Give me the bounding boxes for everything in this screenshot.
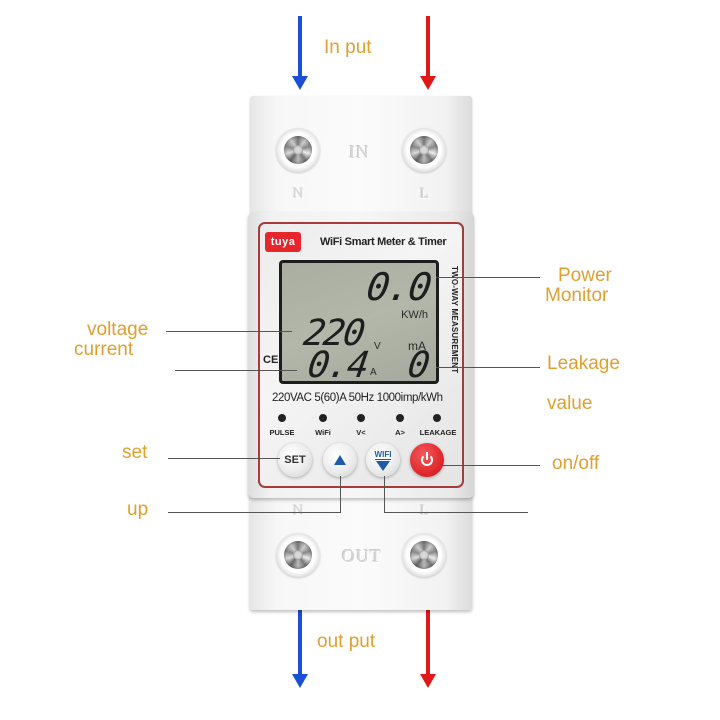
screw-icon — [284, 541, 312, 569]
output-live-mark: L — [420, 503, 430, 519]
leakage-indicator-label: LEAKAGE — [419, 428, 457, 437]
in-block-label: IN — [349, 142, 370, 162]
power-monitor-leader — [436, 277, 540, 278]
input-live-mark: L — [420, 186, 430, 202]
current-reading: 0.4 — [305, 345, 370, 386]
output-label: out put — [317, 631, 376, 652]
undervoltage-indicator-label: V< — [356, 428, 366, 437]
out-block-label: OUT — [342, 546, 382, 566]
wifi-down-button[interactable]: WIFI — [366, 443, 400, 477]
pulse-indicator-led — [278, 414, 286, 422]
on-off-label: on/off — [552, 453, 600, 474]
output-neutral-mark: N — [293, 503, 304, 519]
overcurrent-indicator-label: A> — [395, 428, 405, 437]
energy-reading: 0.0 — [364, 265, 434, 309]
input-neutral-terminal[interactable] — [276, 128, 320, 172]
input-live-terminal[interactable] — [402, 128, 446, 172]
leakage-unit: mA — [408, 339, 426, 353]
input-live-arrow — [420, 16, 436, 90]
input-neutral-arrow — [292, 16, 308, 90]
voltage-unit: V — [374, 341, 381, 352]
output-live-terminal[interactable] — [402, 533, 446, 577]
voltage-label: voltage — [87, 319, 149, 340]
lcd-display: 0.0 KW/h 220 V mA 0.4 A 0 — [279, 260, 439, 386]
set-button-label: SET — [284, 454, 306, 466]
two-way-measurement-label: TWO-WAY MEASUREMENT — [450, 266, 459, 374]
input-neutral-mark: N — [293, 186, 304, 202]
on-off-leader — [440, 465, 540, 466]
leakage-indicator-led — [433, 414, 441, 422]
up-button[interactable] — [323, 443, 357, 477]
current-leader — [175, 370, 297, 371]
spec-rating: 220VAC 5(60)A 50Hz 1000imp/kWh — [272, 392, 443, 404]
output-neutral-terminal[interactable] — [276, 533, 320, 577]
leakage-leader — [436, 367, 540, 368]
set-label: set — [122, 442, 148, 463]
input-label: In put — [324, 37, 372, 58]
undervoltage-indicator-led — [357, 414, 365, 422]
power-icon — [421, 452, 433, 466]
value-label: value — [547, 393, 593, 414]
power-button[interactable] — [410, 443, 444, 477]
wifi-indicator-led — [319, 414, 327, 422]
voltage-leader — [166, 331, 292, 332]
output-live-arrow — [420, 610, 436, 690]
wifi-leader — [384, 512, 528, 513]
pulse-indicator-label: PULSE — [269, 428, 295, 437]
set-button[interactable]: SET — [278, 443, 312, 477]
down-arrow-icon — [376, 460, 390, 471]
wifi-indicator-label: WiFi — [315, 428, 331, 437]
up-label: up — [127, 499, 149, 520]
up-leader — [168, 512, 340, 513]
set-leader — [168, 458, 280, 459]
device-title: WiFi Smart Meter & Timer — [320, 236, 447, 248]
wifi-leader-vertical — [384, 476, 385, 513]
screw-icon — [410, 541, 438, 569]
current-label: current — [74, 339, 134, 360]
tuya-logo: tuya — [265, 232, 301, 252]
overcurrent-indicator-led — [396, 414, 404, 422]
screw-icon — [284, 136, 312, 164]
power-monitor-label-line2: Monitor — [545, 285, 609, 306]
energy-unit: KW/h — [401, 309, 428, 321]
output-neutral-arrow — [292, 610, 308, 690]
leakage-reading: 0 — [405, 345, 431, 386]
ce-mark: CE — [263, 354, 279, 366]
wifi-button-label: WIFI — [374, 449, 392, 460]
up-arrow-icon — [334, 455, 346, 465]
up-leader-vertical — [340, 476, 341, 513]
screw-icon — [410, 136, 438, 164]
power-monitor-label-line1: Power — [558, 265, 612, 286]
current-unit: A — [370, 367, 377, 378]
leakage-label: Leakage — [547, 353, 620, 374]
